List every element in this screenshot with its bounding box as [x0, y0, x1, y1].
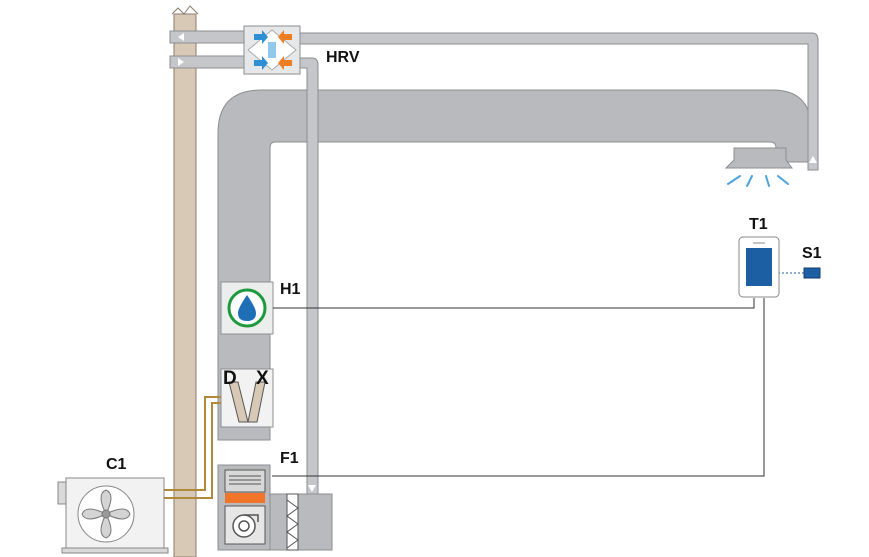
outdoor-sensor	[803, 267, 821, 279]
exhaust-arrow	[178, 58, 184, 66]
label-f1: F1	[280, 450, 299, 467]
hrv-unit	[243, 25, 301, 75]
water-drop-icon	[238, 295, 256, 321]
hrv-return-duct	[295, 57, 319, 497]
supply-diffuser	[724, 147, 793, 169]
refrigerant-lines	[163, 396, 221, 499]
hrv-return-arrow	[308, 485, 316, 492]
air-filter	[286, 493, 299, 551]
label-x: X	[256, 368, 269, 389]
hrv-supply-duct	[295, 32, 819, 171]
label-c1: C1	[106, 456, 127, 473]
condenser-unit	[57, 477, 169, 554]
furnace-unit	[217, 464, 271, 551]
hrv-supply-arrow	[809, 156, 817, 163]
label-s1: S1	[802, 245, 822, 262]
label-h1: H1	[280, 281, 301, 298]
label-d: D	[223, 368, 237, 389]
intake-arrow	[178, 33, 184, 41]
control-wiring	[272, 298, 765, 477]
label-t1: T1	[749, 216, 768, 233]
return-plenum	[269, 493, 333, 551]
condenser-fan-icon	[81, 489, 131, 539]
burner-flame	[225, 493, 265, 503]
humidifier-unit	[220, 281, 274, 335]
air-flow-lines	[727, 175, 789, 187]
exterior-wall	[171, 5, 199, 557]
label-hrv: HRV	[326, 49, 360, 66]
thermostat-unit	[738, 236, 780, 298]
thermostat-screen	[746, 248, 772, 286]
